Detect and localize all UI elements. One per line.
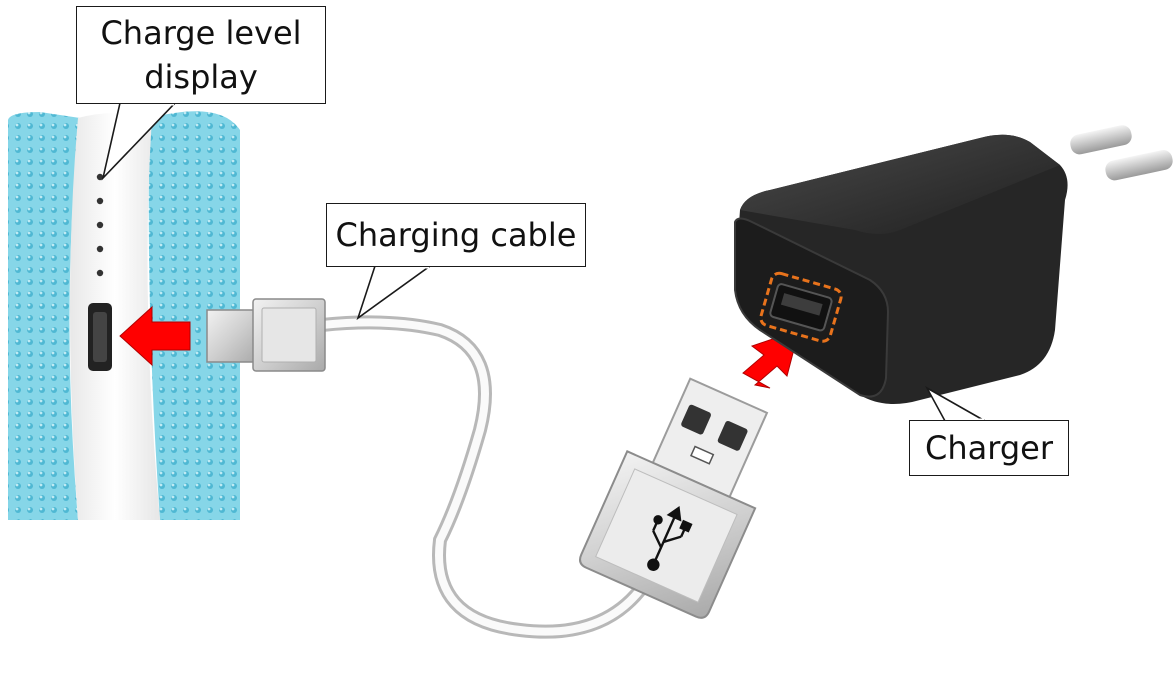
power-bank-body — [70, 113, 160, 520]
led-indicator — [96, 173, 104, 181]
charger — [734, 125, 1173, 405]
callout-pointers — [101, 102, 989, 422]
micro-usb-plug — [206, 298, 326, 372]
callout-text: Charger — [925, 429, 1053, 467]
charger-pin — [1070, 125, 1132, 155]
charger-pin — [1105, 150, 1173, 181]
insert-arrow-left — [119, 305, 191, 367]
led-indicator — [96, 269, 104, 277]
callout-charging-cable: Charging cable — [326, 203, 586, 267]
usb-icon — [647, 505, 693, 571]
led-indicator — [96, 197, 104, 205]
callout-text: display — [144, 58, 258, 96]
charge-level-leds — [96, 173, 104, 277]
power-bank — [8, 111, 240, 520]
callout-text: Charge level — [100, 14, 302, 52]
callout-charge-level-display: Charge level display — [76, 6, 326, 104]
callout-charger: Charger — [909, 420, 1069, 476]
led-indicator — [96, 245, 104, 253]
power-bank-left-grip — [8, 112, 80, 520]
power-bank-right-grip — [148, 111, 240, 520]
charging-cable — [315, 315, 647, 639]
led-indicator — [96, 221, 104, 229]
usb-a-plug — [579, 377, 769, 619]
callout-text: Charging cable — [335, 216, 577, 254]
port-highlight — [759, 271, 843, 343]
